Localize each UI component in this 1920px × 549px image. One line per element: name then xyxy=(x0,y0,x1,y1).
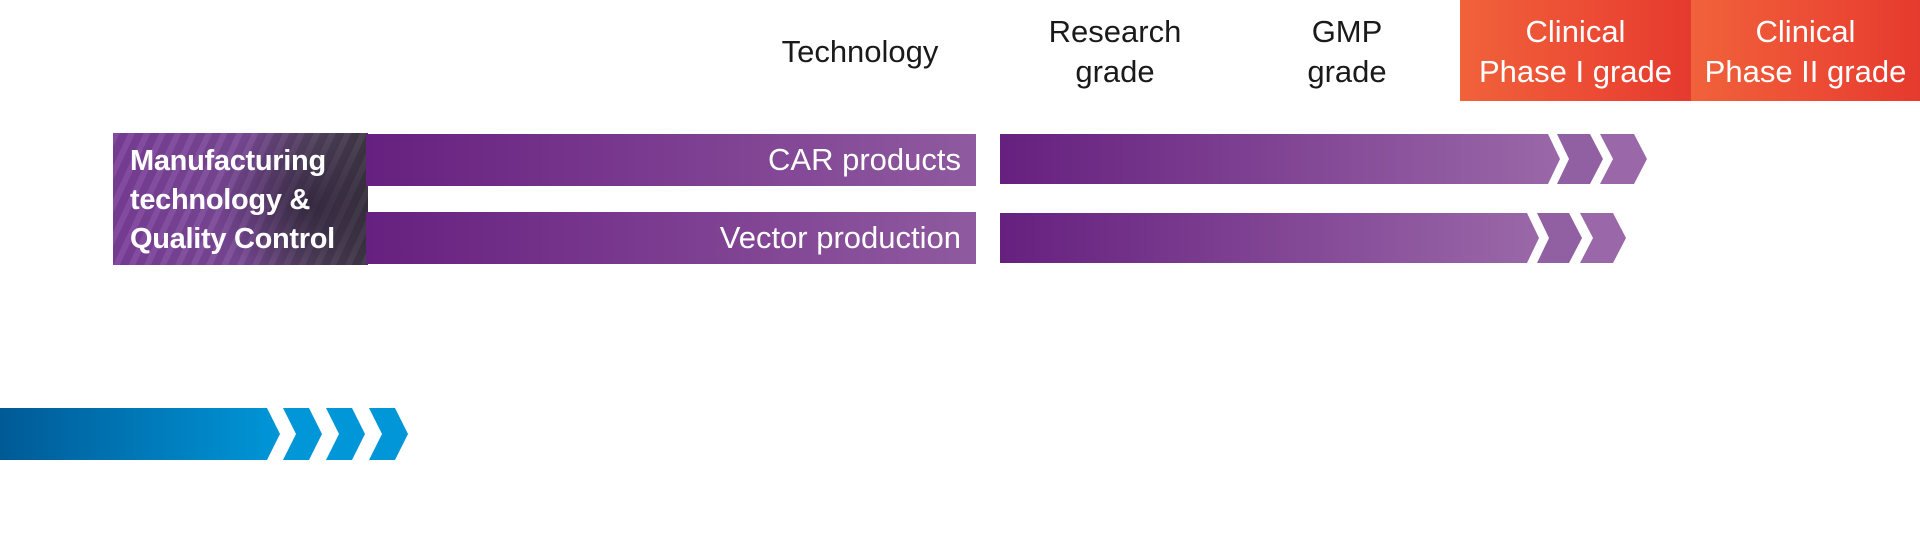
header-technology: Technology xyxy=(700,32,1020,72)
category-label-line1: Manufacturing xyxy=(130,145,326,177)
category-label-line3: Quality Control xyxy=(130,223,335,255)
header-clinical1-line2: Phase I grade xyxy=(1478,54,1673,89)
progress-arrow-car-products xyxy=(1000,134,1647,184)
technology-bar-car-products: CAR products xyxy=(366,134,976,186)
header-clinical-phase2: Clinical Phase II grade xyxy=(1691,0,1920,101)
progress-chevron-vector-2 xyxy=(1580,213,1626,263)
header-clinical-phase1: Clinical Phase I grade xyxy=(1460,0,1691,101)
header-gmp-line1: GMP xyxy=(1311,14,1383,49)
category-label: Manufacturing technology & Quality Contr… xyxy=(130,142,368,259)
header-gmp-line2: grade xyxy=(1307,54,1387,89)
category-manufacturing-box: Manufacturing technology & Quality Contr… xyxy=(113,133,368,265)
header-clinical2-line2: Phase II grade xyxy=(1704,54,1907,89)
blue-chevron-1 xyxy=(283,408,322,460)
category-label-line2: technology & xyxy=(130,184,311,216)
progress-chevron-vector-1 xyxy=(1537,213,1582,263)
header-research-line2: grade xyxy=(1075,54,1155,89)
progress-chevron-car-2 xyxy=(1600,134,1647,184)
blue-chevron-arrow-icon xyxy=(0,408,408,460)
progress-chevron-car-1 xyxy=(1557,134,1603,184)
header-research-line1: Research xyxy=(1048,14,1182,49)
header-clinical1-line1: Clinical xyxy=(1525,14,1626,49)
technology-label-car-products: CAR products xyxy=(768,142,961,177)
header-research-grade: Research grade xyxy=(1000,12,1230,92)
technology-label-vector-production: Vector production xyxy=(719,220,961,255)
blue-chevron-2 xyxy=(326,408,365,460)
blue-chevron-3 xyxy=(369,408,408,460)
progress-arrow-vector-production xyxy=(1000,213,1626,263)
header-gmp-grade: GMP grade xyxy=(1232,12,1462,92)
header-clinical2-line1: Clinical xyxy=(1755,14,1856,49)
progress-arrow-vector-body xyxy=(1000,213,1539,263)
header-technology-label: Technology xyxy=(781,34,939,69)
progress-arrow-car-body xyxy=(1000,134,1560,184)
blue-arrow-body xyxy=(0,408,280,460)
technology-bar-vector-production: Vector production xyxy=(366,212,976,264)
